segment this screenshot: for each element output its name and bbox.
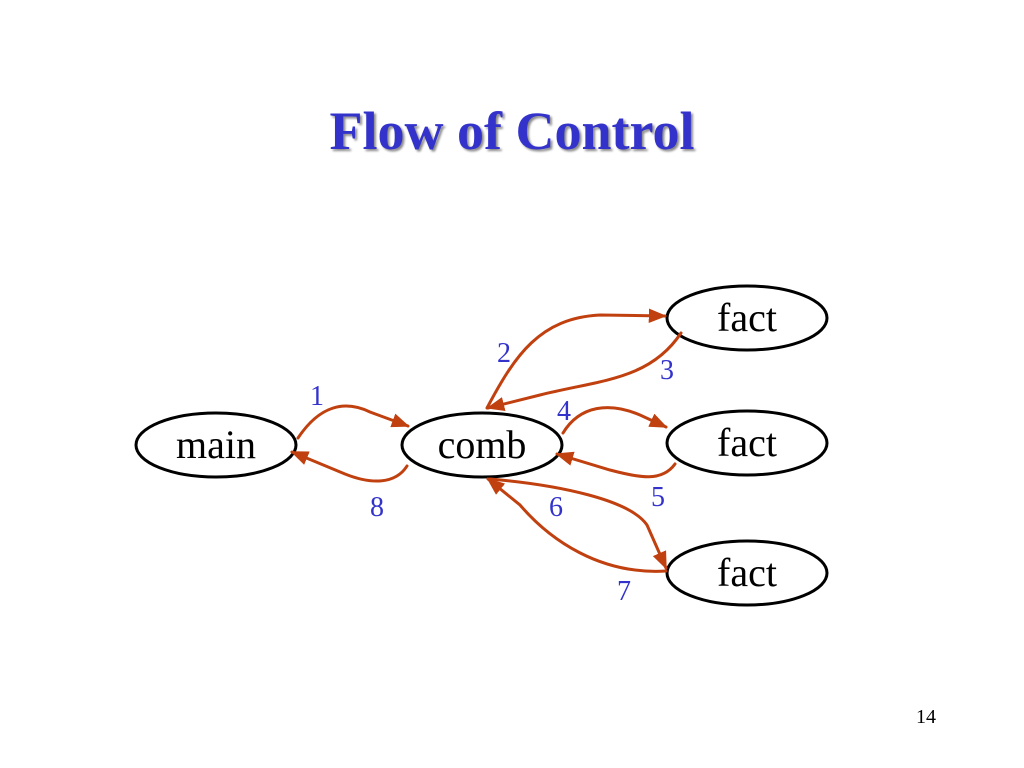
step-label-6: 6 [549,492,563,523]
step-label-4: 4 [557,396,571,427]
arrow-4-comb-to-fact-middle [561,406,668,435]
arrow-7-fact-bottom-to-comb [486,477,668,573]
arrow-8-comb-to-main [290,450,409,483]
node-main: main [134,411,298,479]
step-label-7: 7 [617,576,631,607]
step-label-8: 8 [370,492,384,523]
arrow-3-fact-top-to-comb [486,331,683,412]
arrow-5-fact-middle-to-comb [555,451,677,479]
arrow-1-main-to-comb [296,404,410,440]
page-number: 14 [916,706,936,728]
arrow-2-comb-to-fact-top [485,308,667,410]
node-comb-label: comb [438,422,527,467]
node-fact-bottom-label: fact [717,550,777,595]
slide-title: Flow of Control [329,101,695,161]
node-fact-top-label: fact [717,295,777,340]
node-main-label: main [176,422,256,467]
step-label-1: 1 [310,381,324,412]
node-fact-top: fact [665,284,829,352]
node-fact-middle: fact [665,409,829,477]
step-label-2: 2 [497,338,511,369]
step-label-3: 3 [660,355,674,386]
arrow-6-comb-to-fact-bottom [488,477,668,570]
step-label-5: 5 [651,482,665,513]
node-fact-middle-label: fact [717,420,777,465]
node-comb: comb [400,411,564,479]
node-fact-bottom: fact [665,539,829,607]
